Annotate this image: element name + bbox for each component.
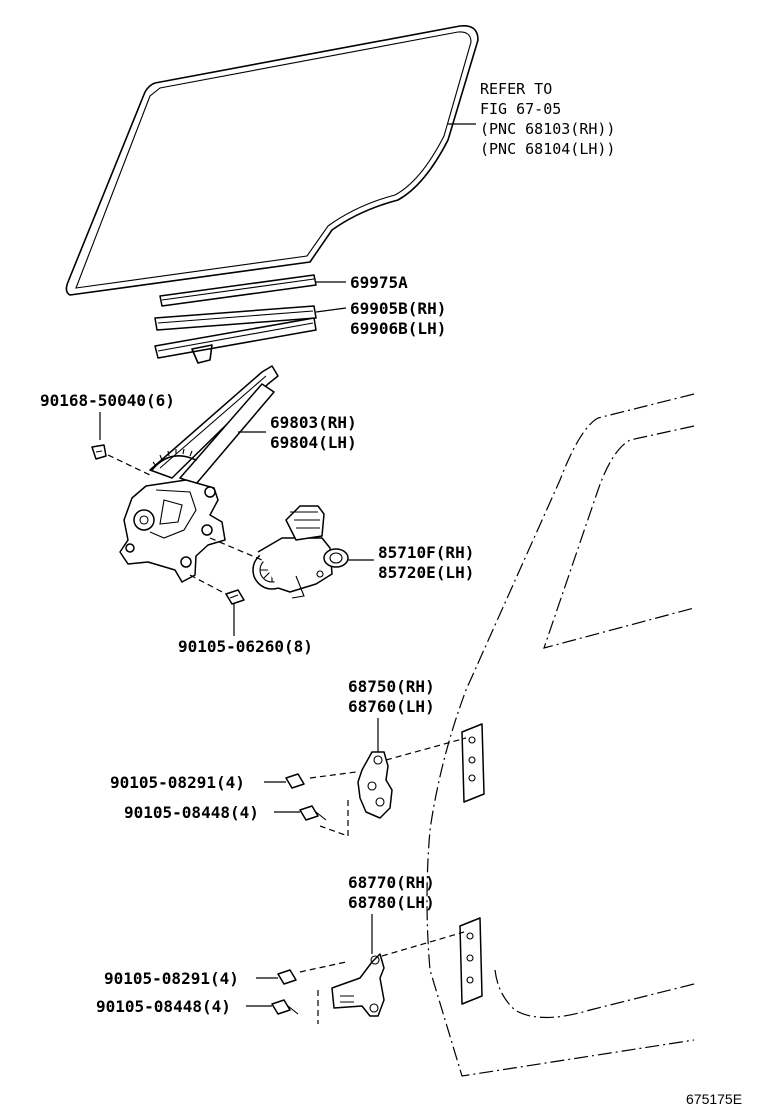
body-outline [426,393,695,1077]
label-upper-hinge: 68750(RH) 68760(LH) [348,677,435,716]
glass-channel-lower[interactable] [154,317,317,364]
label-run-channel: 69975A [350,273,408,292]
label-upper-bolt-b: 90105-08448(4) [124,803,259,822]
lower-body-plate[interactable] [459,917,483,1005]
svg-text:69906B(LH): 69906B(LH) [350,319,446,338]
upper-door-hinge[interactable] [319,751,393,837]
label-upper-bolt-a: 90105-08291(4) [110,773,245,792]
bolt-lower-b[interactable] [271,999,299,1015]
figure-number: 675175E [686,1091,742,1107]
upper-body-plate[interactable] [461,723,485,803]
regulator-motor[interactable] [252,505,349,599]
svg-text:85710F(RH): 85710F(RH) [378,543,474,562]
svg-text:68780(LH): 68780(LH) [348,893,435,912]
label-bolt-regulator: 90105-06260(8) [178,637,313,656]
svg-text:(PNC 68103(RH)): (PNC 68103(RH)) [480,120,615,138]
label-lower-hinge: 68770(RH) 68780(LH) [348,873,435,912]
svg-text:(PNC 68104(LH)): (PNC 68104(LH)) [480,140,615,158]
label-lower-bolt-b: 90105-08448(4) [96,997,231,1016]
label-lower-bolt-a: 90105-08291(4) [104,969,239,988]
label-glass-ref: REFER TO FIG 67-05 (PNC 68103(RH)) (PNC … [480,80,615,158]
svg-text:68750(RH): 68750(RH) [348,677,435,696]
glass-channel-upper[interactable] [154,305,317,331]
bolt-upper-b[interactable] [299,805,327,821]
svg-text:85720E(LH): 85720E(LH) [378,563,474,582]
svg-text:68760(LH): 68760(LH) [348,697,435,716]
door-glass[interactable] [65,24,479,296]
label-bolt-top: 90168-50040(6) [40,391,175,410]
bolt-regulator-top[interactable] [91,444,107,460]
svg-text:69803(RH): 69803(RH) [270,413,357,432]
bolt-upper-a[interactable] [285,773,305,789]
svg-text:FIG 67-05: FIG 67-05 [480,100,561,118]
bolt-lower-a[interactable] [277,969,297,985]
glass-run-channel[interactable] [159,274,317,307]
lower-door-hinge[interactable] [317,953,385,1024]
svg-text:68770(RH): 68770(RH) [348,873,435,892]
label-glass-channel: 69905B(RH) 69906B(LH) [350,299,446,338]
bolt-regulator-bottom[interactable] [225,589,245,605]
svg-text:69905B(RH): 69905B(RH) [350,299,446,318]
window-regulator[interactable] [119,365,279,583]
svg-text:69804(LH): 69804(LH) [270,433,357,452]
label-regulator: 69803(RH) 69804(LH) [270,413,357,452]
svg-text:REFER TO: REFER TO [480,80,552,98]
label-motor: 85710F(RH) 85720E(LH) [378,543,474,582]
